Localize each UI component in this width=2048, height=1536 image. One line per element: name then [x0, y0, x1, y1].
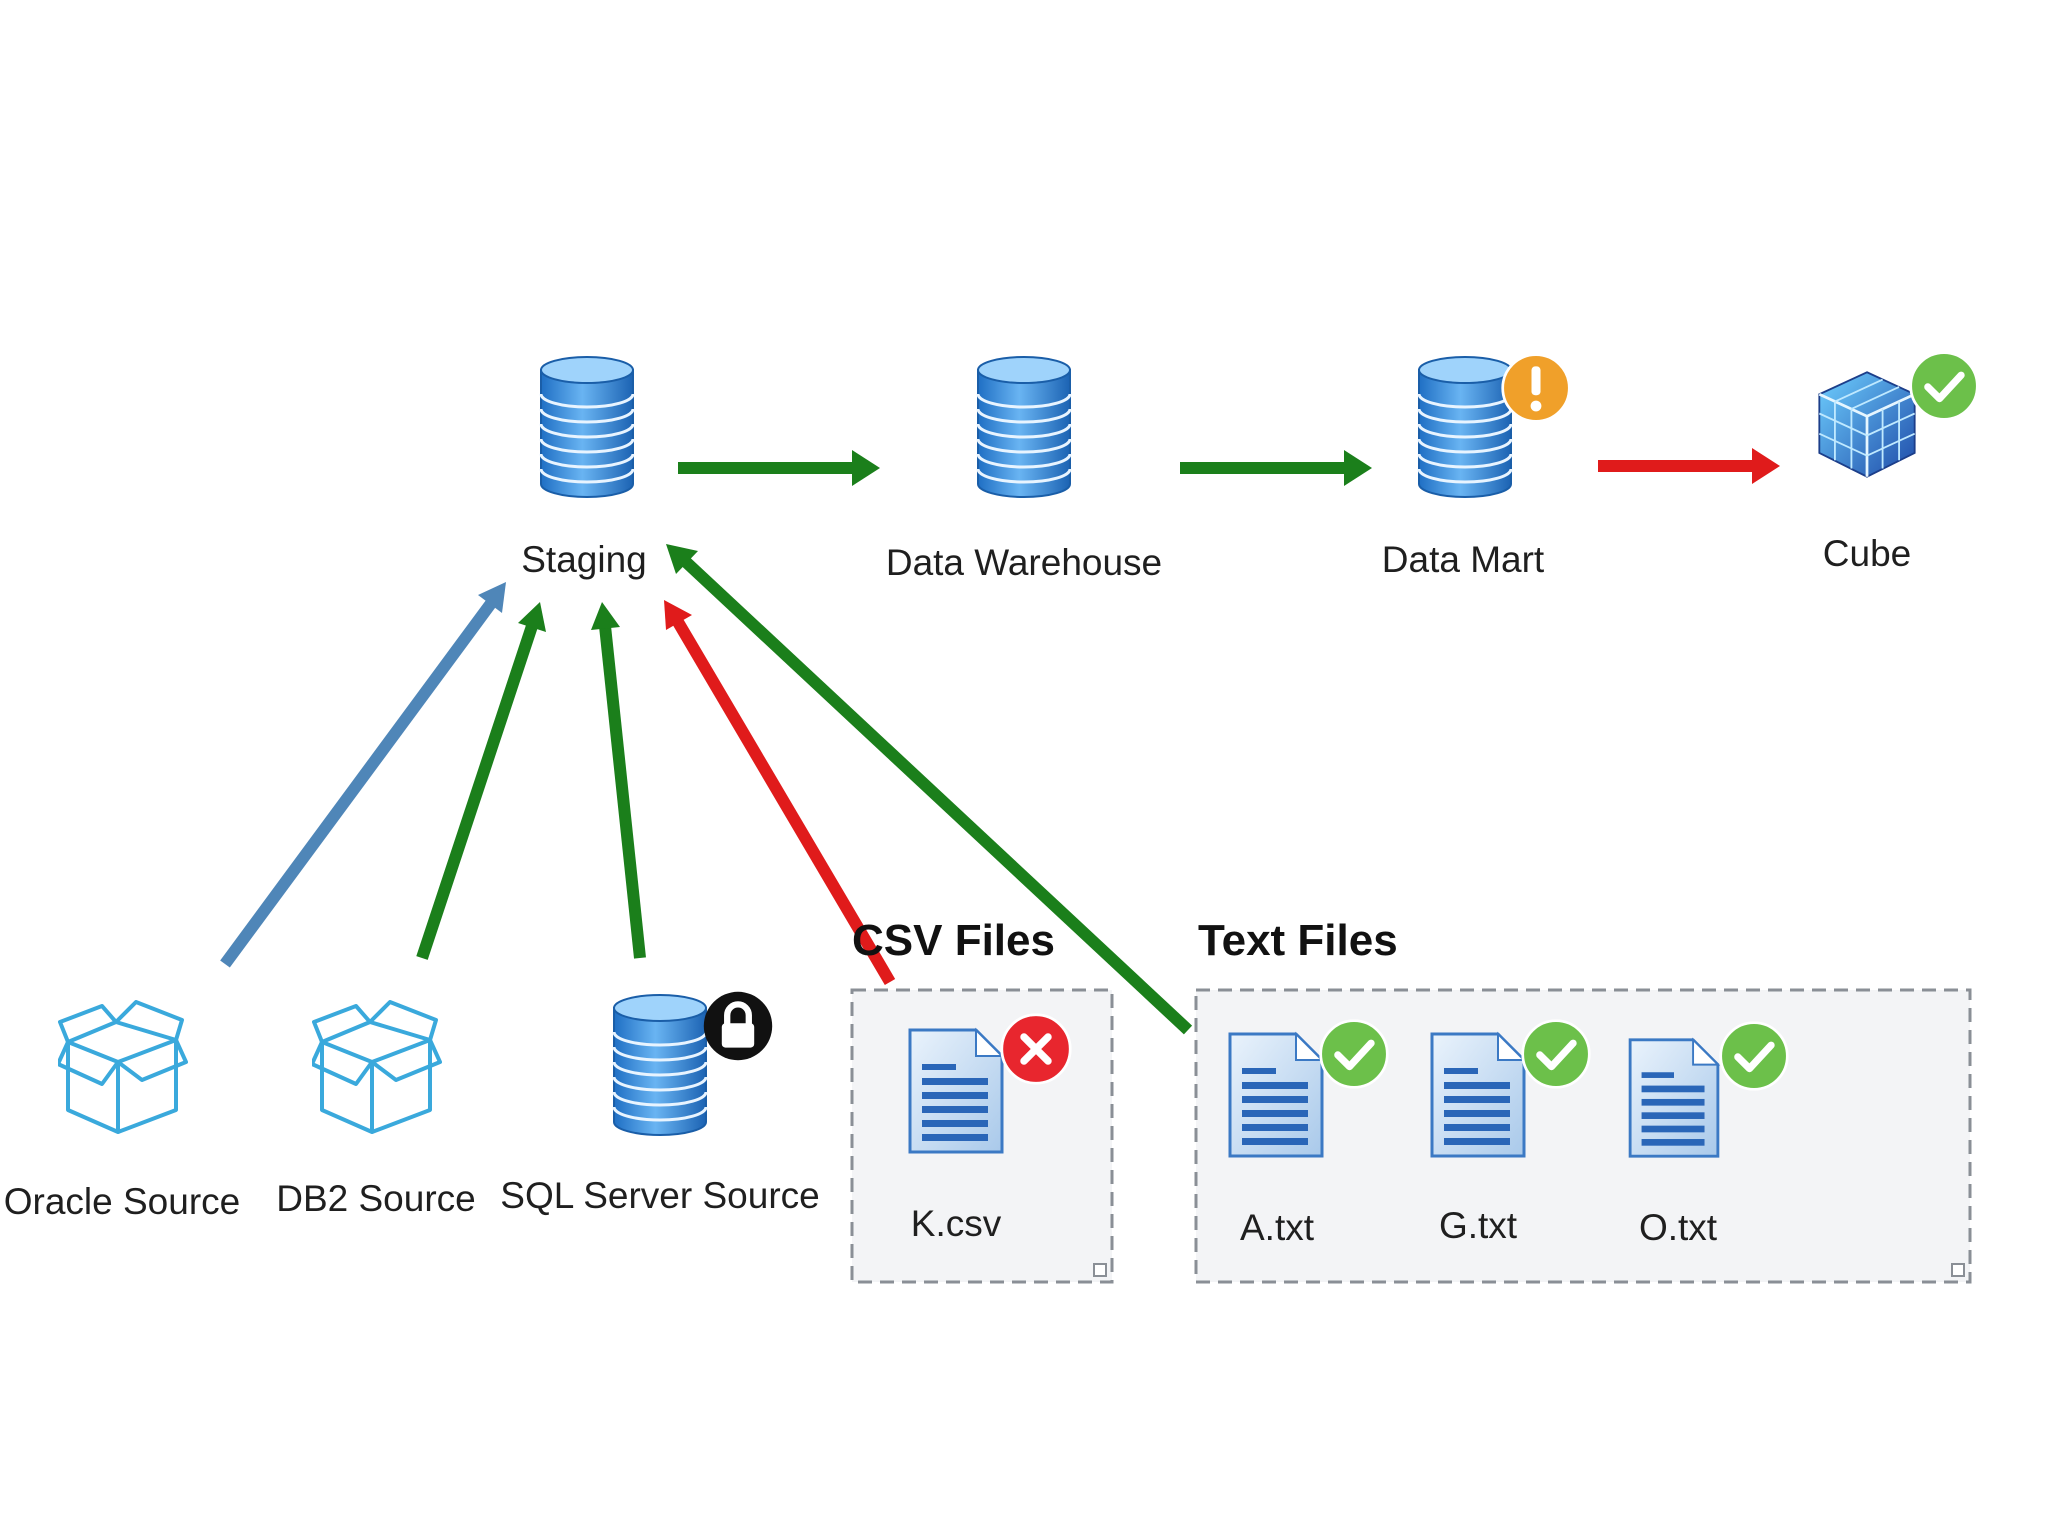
- edges: [220, 448, 1780, 1035]
- data-warehouse-database-icon: [976, 355, 1072, 499]
- csv-files-title: CSV Files: [852, 916, 1055, 965]
- oracle-source-node: Oracle Source: [4, 1000, 241, 1222]
- text-file-icon: [1228, 1032, 1324, 1158]
- check-icon: [1523, 1021, 1590, 1088]
- edge-sql-server-source-to-staging: [591, 602, 646, 959]
- edge-data-warehouse-to-data-mart: [1180, 450, 1372, 486]
- db2-source-box-icon: [312, 1000, 442, 1134]
- edge-oracle-source-to-staging: [220, 582, 506, 968]
- cube-label: Cube: [1823, 533, 1911, 574]
- sql-server-database-icon: [612, 993, 708, 1137]
- text-file-icon: [1430, 1032, 1526, 1158]
- error-icon: [1002, 1015, 1070, 1083]
- cube-icon: [1817, 370, 1917, 479]
- text-files-title: Text Files: [1198, 916, 1398, 965]
- edge-text-files-to-staging: [666, 544, 1193, 1035]
- data-warehouse-node: Data Warehouse: [886, 355, 1162, 583]
- data-mart-node: Data Mart: [1382, 353, 1571, 580]
- staging-node: Staging: [521, 355, 647, 580]
- file-label: A.txt: [1240, 1207, 1315, 1248]
- edge-data-mart-to-cube: [1598, 448, 1780, 484]
- edge-csv-files-to-staging: [664, 600, 896, 986]
- file-item-g-txt: G.txt: [1430, 1021, 1590, 1246]
- cube-node: Cube: [1817, 353, 1978, 574]
- oracle-source-box-icon: [58, 1000, 188, 1134]
- data-warehouse-label: Data Warehouse: [886, 542, 1162, 583]
- text-file-icon: [1628, 1038, 1720, 1158]
- file-item-a-txt: A.txt: [1228, 1021, 1388, 1248]
- file-item-k-csv: K.csv: [908, 1015, 1070, 1244]
- data-mart-label: Data Mart: [1382, 539, 1545, 580]
- sql-server-source-label: SQL Server Source: [500, 1175, 819, 1216]
- check-icon: [1321, 1021, 1388, 1088]
- sql-server-source-node: SQL Server Source: [500, 992, 820, 1216]
- check-icon: [1721, 1023, 1788, 1090]
- db2-source-node: DB2 Source: [276, 1000, 476, 1219]
- file-label: G.txt: [1439, 1205, 1518, 1246]
- file-item-o-txt: O.txt: [1628, 1023, 1788, 1248]
- edge-staging-to-data-warehouse: [678, 450, 880, 486]
- staging-label: Staging: [521, 539, 647, 580]
- oracle-source-label: Oracle Source: [4, 1181, 241, 1222]
- check-icon: [1911, 353, 1978, 420]
- csv-file-icon: [908, 1028, 1004, 1154]
- db2-source-label: DB2 Source: [276, 1178, 476, 1219]
- warning-icon: [1501, 353, 1571, 423]
- file-label: O.txt: [1639, 1207, 1718, 1248]
- staging-database-icon: [539, 355, 635, 499]
- edge-db2-source-to-staging: [416, 602, 546, 960]
- data-mart-database-icon: [1417, 355, 1513, 499]
- file-label: K.csv: [911, 1203, 1002, 1244]
- lock-icon: [704, 992, 772, 1060]
